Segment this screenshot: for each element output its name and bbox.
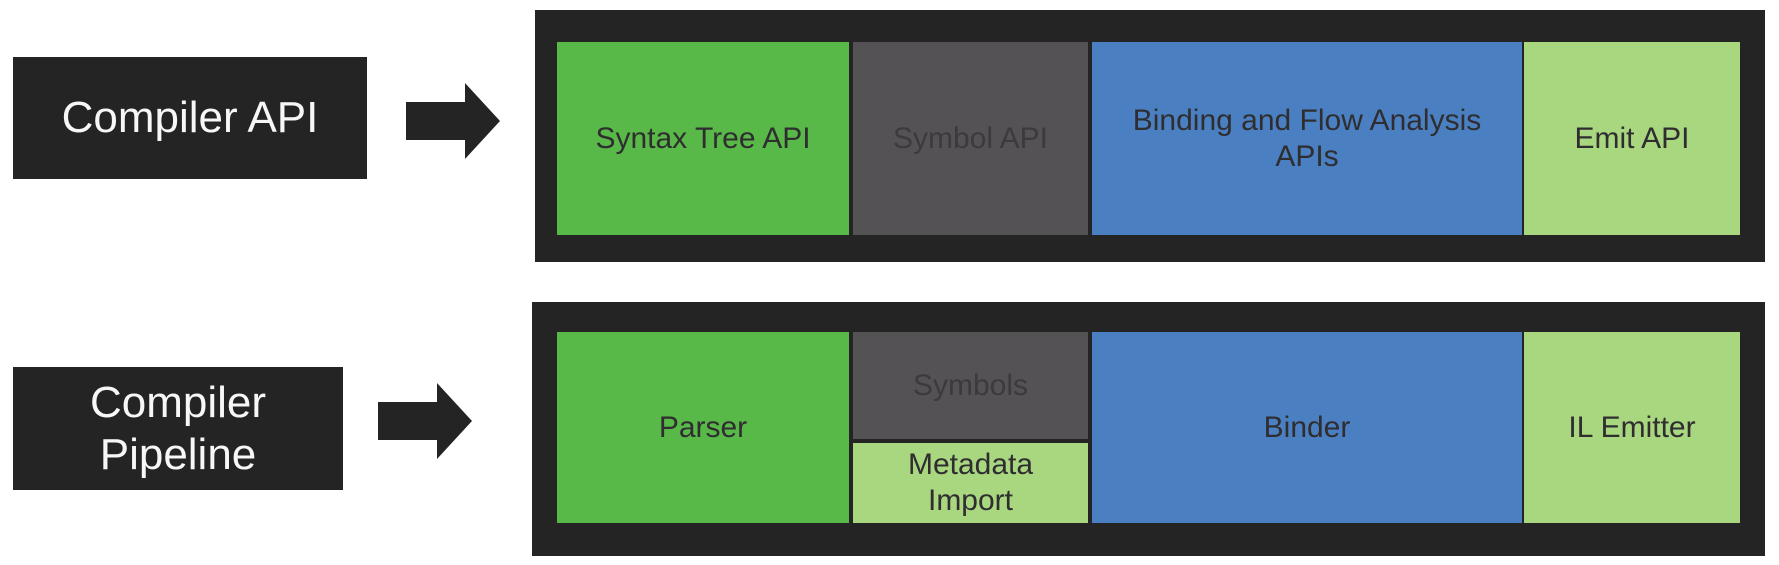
binder-label: Binder: [1263, 410, 1351, 444]
il-emitter-label: IL Emitter: [1568, 410, 1696, 444]
metadata-import-label: Metadata Import: [907, 448, 1034, 517]
metadata-import-box: Metadata Import: [853, 443, 1088, 523]
emit-api-label: Emit API: [1574, 121, 1690, 155]
compiler-api-label: Compiler API: [13, 57, 367, 179]
compiler-pipeline-container: Parser Symbols Metadata Import Binder IL…: [532, 302, 1765, 556]
emit-api-box: Emit API: [1524, 42, 1740, 235]
right-arrow-icon: [378, 383, 472, 459]
binding-flow-analysis-apis-label: Binding and Flow Analysis APIs: [1132, 103, 1482, 173]
symbols-label: Symbols: [912, 368, 1029, 402]
parser-label: Parser: [658, 410, 748, 444]
il-emitter-box: IL Emitter: [1524, 332, 1740, 523]
parser-box: Parser: [557, 332, 849, 523]
syntax-tree-api-box: Syntax Tree API: [557, 42, 849, 235]
syntax-tree-api-label: Syntax Tree API: [595, 121, 811, 155]
binder-box: Binder: [1092, 332, 1522, 523]
compiler-api-container: Syntax Tree API Symbol API Binding and F…: [535, 10, 1765, 262]
symbol-api-label: Symbol API: [892, 121, 1049, 155]
binding-flow-analysis-apis-box: Binding and Flow Analysis APIs: [1092, 42, 1522, 235]
compiler-pipeline-label: Compiler Pipeline: [13, 367, 343, 490]
symbols-box: Symbols: [853, 332, 1088, 439]
right-arrow-icon: [406, 83, 500, 159]
symbol-api-box: Symbol API: [853, 42, 1088, 235]
